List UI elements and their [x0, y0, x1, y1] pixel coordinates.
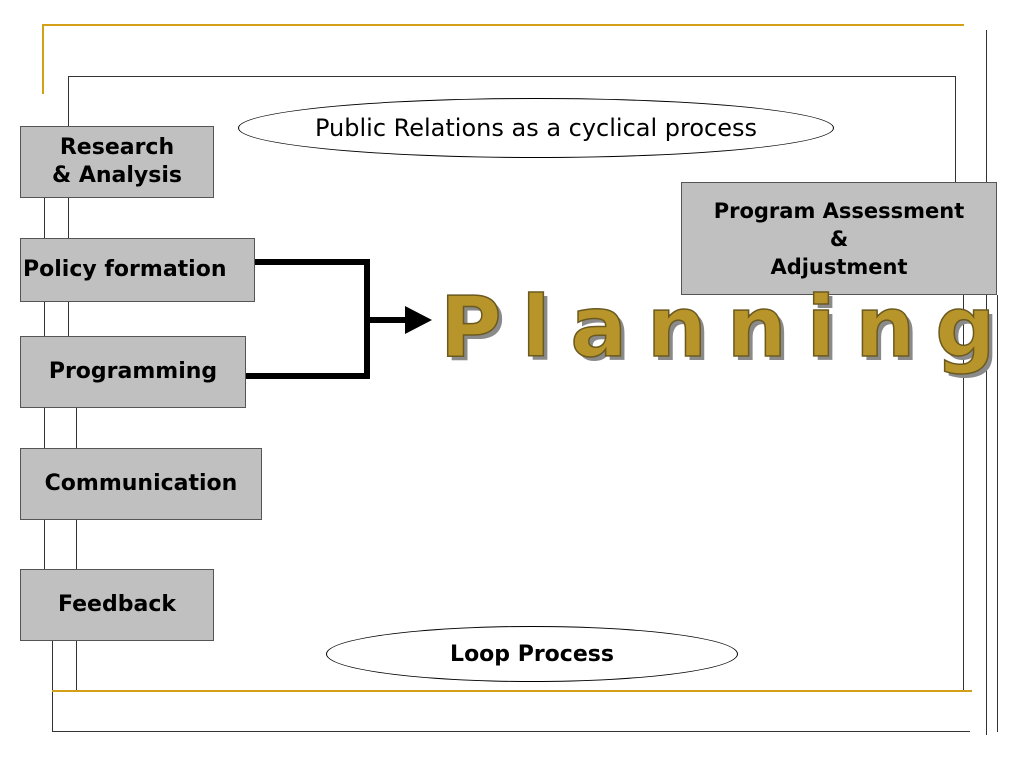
program-assessment-box: Program Assessment & Adjustment	[681, 182, 997, 295]
feedback-box: Feedback	[20, 569, 214, 641]
frame-inner-left-line	[68, 76, 69, 126]
frame-left-vertical-outer-3	[44, 408, 45, 448]
frame-inner-top-line	[68, 76, 956, 77]
research-analysis-box: Research & Analysis	[20, 126, 214, 198]
programming-label: Programming	[48, 359, 218, 384]
loop-process-oval: Loop Process	[326, 626, 738, 682]
frame-top-gold-line	[42, 24, 964, 26]
frame-left-bottom-vertical	[52, 640, 53, 732]
frame-left-vertical-outer-2	[44, 302, 45, 336]
frame-left-vertical-outer-4	[44, 520, 45, 570]
frame-left-vertical-inner-4	[76, 520, 77, 570]
loop-process-label: Loop Process	[450, 641, 614, 667]
program-assessment-label: Program Assessment & Adjustment	[713, 198, 965, 279]
frame-bottom-gold-line	[52, 690, 972, 692]
title-text: Public Relations as a cyclical process	[314, 114, 758, 142]
communication-label: Communication	[44, 471, 238, 496]
frame-bottom-line	[52, 731, 970, 732]
frame-left-vertical-inner-5	[76, 640, 77, 690]
frame-left-vertical-inner-2	[68, 302, 69, 336]
communication-box: Communication	[20, 448, 262, 520]
title-oval: Public Relations as a cyclical process	[238, 98, 834, 158]
policy-formation-box: Policy formation	[20, 238, 255, 302]
frame-inner-right-lower-line	[963, 295, 964, 690]
feedback-label: Feedback	[58, 592, 176, 617]
frame-left-vertical-inner	[68, 198, 69, 238]
programming-box: Programming	[20, 336, 246, 408]
arrow-head	[405, 306, 432, 334]
frame-left-vertical-outer	[44, 198, 45, 238]
policy-formation-label: Policy formation	[23, 257, 227, 282]
planning-wordart: Planning	[439, 277, 1016, 377]
bracket-line	[246, 259, 370, 379]
frame-right-bottom-line	[997, 295, 998, 732]
frame-left-vertical-inner-3	[76, 408, 77, 448]
frame-inner-right-line	[955, 76, 956, 186]
frame-left-gold-line	[42, 24, 44, 94]
frame-outer-right-line	[986, 30, 987, 735]
research-analysis-label: Research & Analysis	[52, 135, 182, 188]
